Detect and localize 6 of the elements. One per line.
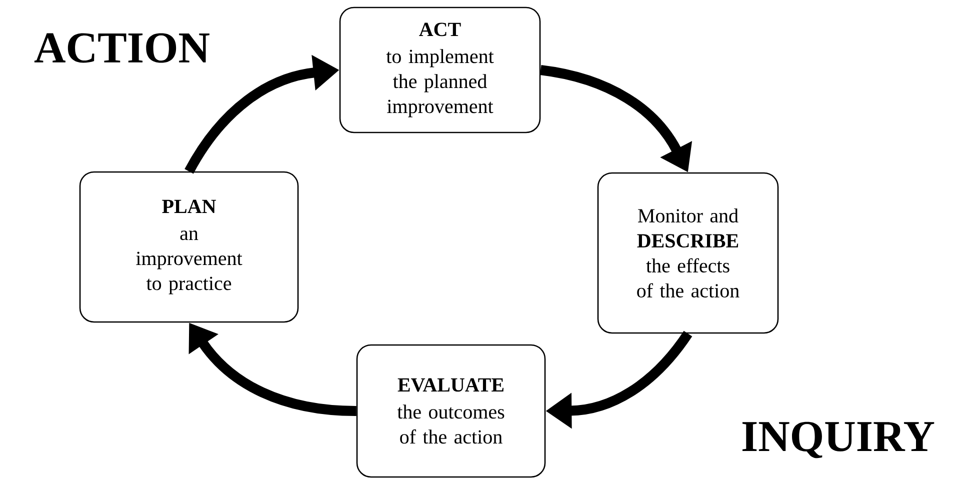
- heading: ACTION: [34, 33, 210, 63]
- process-box: Monitor and DESCRIBE the effects of the action: [597, 172, 779, 334]
- process-box: PLAN an improvement to practice: [79, 171, 299, 323]
- process-box: ACT to implement the planned improvement: [339, 6, 541, 134]
- heading: INQUIRY: [742, 422, 934, 458]
- process-box: EVALUATE the outcomes of the action: [356, 344, 546, 478]
